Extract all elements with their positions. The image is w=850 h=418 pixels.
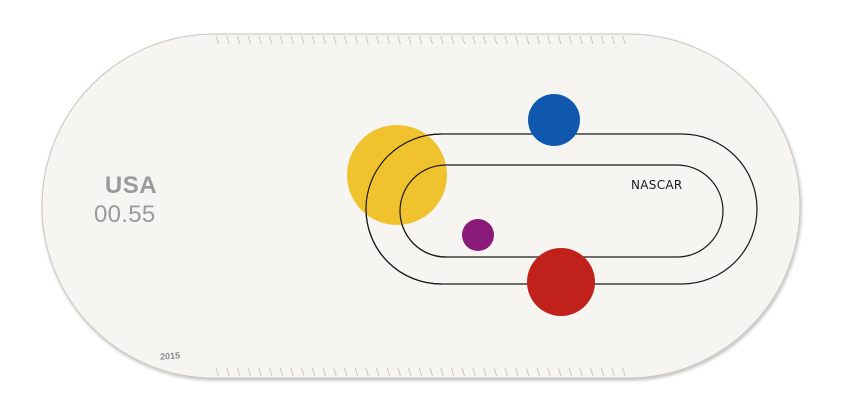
- perforation-tick: [461, 35, 466, 45]
- perforation-tick: [247, 367, 252, 377]
- blue-circle: [528, 94, 580, 146]
- perforation-tick: [472, 35, 476, 45]
- perforation-tick: [590, 367, 594, 377]
- perforation-tick: [215, 35, 219, 45]
- perforation-tick: [440, 367, 444, 377]
- perforation-tick: [622, 35, 626, 45]
- perforation-tick: [600, 35, 605, 45]
- perforation-tick: [269, 367, 273, 377]
- perforation-tick: [301, 367, 305, 377]
- perforation-tick: [525, 367, 530, 377]
- perforation-tick: [493, 35, 498, 45]
- perforation-tick: [236, 367, 241, 377]
- red-circle: [527, 248, 595, 316]
- track-label: NASCAR: [631, 178, 683, 192]
- perforation-tick: [354, 35, 359, 45]
- perforation-tick: [322, 35, 326, 45]
- perforation-tick: [226, 35, 230, 45]
- perforation-tick: [343, 35, 348, 45]
- perforation-tick: [365, 367, 369, 377]
- perforation-tick: [376, 35, 380, 45]
- perforation-tick: [279, 367, 284, 377]
- perforation-tick: [450, 35, 455, 45]
- perforation-tick: [311, 35, 316, 45]
- perforation-tick: [290, 367, 294, 377]
- perforation-tick: [343, 367, 348, 377]
- perforation-tick: [258, 35, 262, 45]
- perforation-tick: [322, 367, 326, 377]
- perforation-tick: [215, 367, 219, 377]
- perforation-tick: [504, 35, 508, 45]
- perforation-tick: [536, 367, 540, 377]
- perforation-tick: [557, 367, 562, 377]
- perforation-tick: [365, 35, 369, 45]
- track-overlap-outer: [365, 133, 442, 285]
- perforation-tick: [611, 367, 615, 377]
- perforation-tick: [226, 367, 230, 377]
- perforation-tick: [568, 367, 573, 377]
- perforation-tick: [579, 35, 583, 45]
- perforation-tick: [622, 367, 626, 377]
- perforation-tick: [504, 367, 508, 377]
- perforation-tick: [354, 367, 359, 377]
- perforation-tick: [386, 367, 391, 377]
- year-label: 2015: [159, 350, 181, 362]
- perforation-tick: [429, 367, 433, 377]
- perforation-tick: [547, 367, 551, 377]
- perforation-tick: [440, 35, 444, 45]
- perforation-tick: [397, 35, 401, 45]
- perforation-tick: [236, 35, 241, 45]
- perforation-tick: [547, 35, 551, 45]
- perforation-tick: [301, 35, 305, 45]
- perforation-tick: [418, 35, 423, 45]
- perforation-tick: [483, 35, 487, 45]
- perforation-tick: [450, 367, 455, 377]
- perforation-tick: [247, 35, 252, 45]
- perforation-tick: [493, 367, 498, 377]
- perforation-tick: [579, 367, 583, 377]
- perforation-bottom: [215, 367, 626, 377]
- perforation-tick: [461, 367, 466, 377]
- perforation-tick: [386, 35, 391, 45]
- perforation-tick: [483, 367, 487, 377]
- denomination-label: 00.55: [94, 201, 156, 228]
- perforation-top: [215, 35, 626, 45]
- perforation-tick: [557, 35, 562, 45]
- purple-circle: [462, 219, 494, 251]
- perforation-tick: [515, 35, 519, 45]
- perforation-tick: [279, 35, 284, 45]
- perforation-tick: [418, 367, 423, 377]
- perforation-tick: [290, 35, 294, 45]
- perforation-tick: [258, 367, 262, 377]
- perforation-tick: [408, 35, 412, 45]
- perforation-tick: [611, 35, 615, 45]
- perforation-tick: [333, 367, 337, 377]
- perforation-tick: [590, 35, 594, 45]
- perforation-tick: [515, 367, 519, 377]
- perforation-tick: [397, 367, 401, 377]
- perforation-tick: [568, 35, 573, 45]
- track-overlap-inner: [399, 164, 447, 258]
- perforation-tick: [333, 35, 337, 45]
- yellow-circle: [347, 125, 447, 225]
- country-label: USA: [104, 172, 158, 199]
- perforation-tick: [536, 35, 540, 45]
- perforation-tick: [429, 35, 433, 45]
- perforation-tick: [311, 367, 316, 377]
- perforation-tick: [600, 367, 605, 377]
- perforation-tick: [269, 35, 273, 45]
- perforation-tick: [525, 35, 530, 45]
- perforation-tick: [408, 367, 412, 377]
- perforation-tick: [376, 367, 380, 377]
- perforation-tick: [472, 367, 476, 377]
